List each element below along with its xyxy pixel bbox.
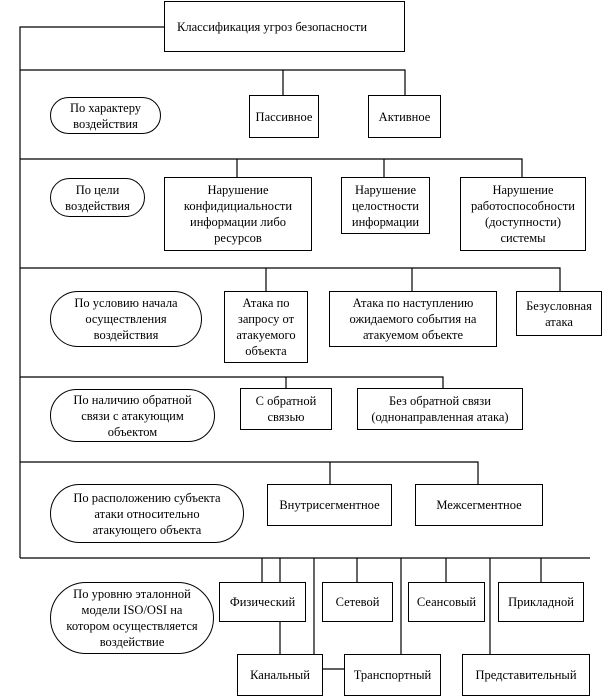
- osi-presentation: Представительный: [462, 654, 590, 696]
- osi-application: Прикладной: [498, 582, 584, 622]
- osi-network: Сетевой: [322, 582, 393, 622]
- section-2-label: По цели воздействия: [50, 178, 145, 217]
- section-6-label: По уровню эталонной модели ISO/OSI на ко…: [50, 582, 214, 654]
- connector-line: [20, 267, 561, 291]
- connector-line: [20, 461, 479, 484]
- section-3-item-3: Безусловная атака: [516, 291, 602, 336]
- section-2-item-2: Нарушение целостности информации: [341, 177, 430, 234]
- section-3-label: По условию начала осуществления воздейст…: [50, 291, 202, 347]
- connector-line: [20, 158, 523, 177]
- osi-physical: Физический: [219, 582, 306, 622]
- root-title-box: Классификация угроз безопасности: [164, 1, 405, 52]
- connector-line: [20, 69, 406, 95]
- osi-datalink: Канальный: [237, 654, 323, 696]
- section-1-label: По характеру воздействия: [50, 97, 161, 134]
- section-3-item-1: Атака по запросу от атакуемого объекта: [224, 291, 308, 363]
- section-2-item-1: Нарушение конфидициальности информации л…: [164, 177, 312, 251]
- section-5-item-2: Межсегментное: [415, 484, 543, 526]
- section-4-item-1: С обратной связью: [240, 388, 332, 430]
- osi-session: Сеансовый: [408, 582, 485, 622]
- section-1-item-2: Активное: [368, 95, 441, 138]
- section-1-item-1: Пассивное: [249, 95, 319, 138]
- section-2-item-3: Нарушение работоспособности (доступности…: [460, 177, 586, 251]
- section-4-label: По наличию обратной связи с атакующим об…: [50, 389, 215, 442]
- section-3-item-2: Атака по наступлению ожидаемого события …: [329, 291, 497, 347]
- connector-line: [19, 26, 164, 558]
- osi-transport: Транспортный: [344, 654, 441, 696]
- section-5-label: По расположению субъекта атаки относител…: [50, 484, 244, 543]
- section-4-item-2: Без обратной связи (однонаправленная ата…: [357, 388, 523, 430]
- section-5-item-1: Внутрисегментное: [267, 484, 392, 526]
- connector-line: [20, 376, 444, 388]
